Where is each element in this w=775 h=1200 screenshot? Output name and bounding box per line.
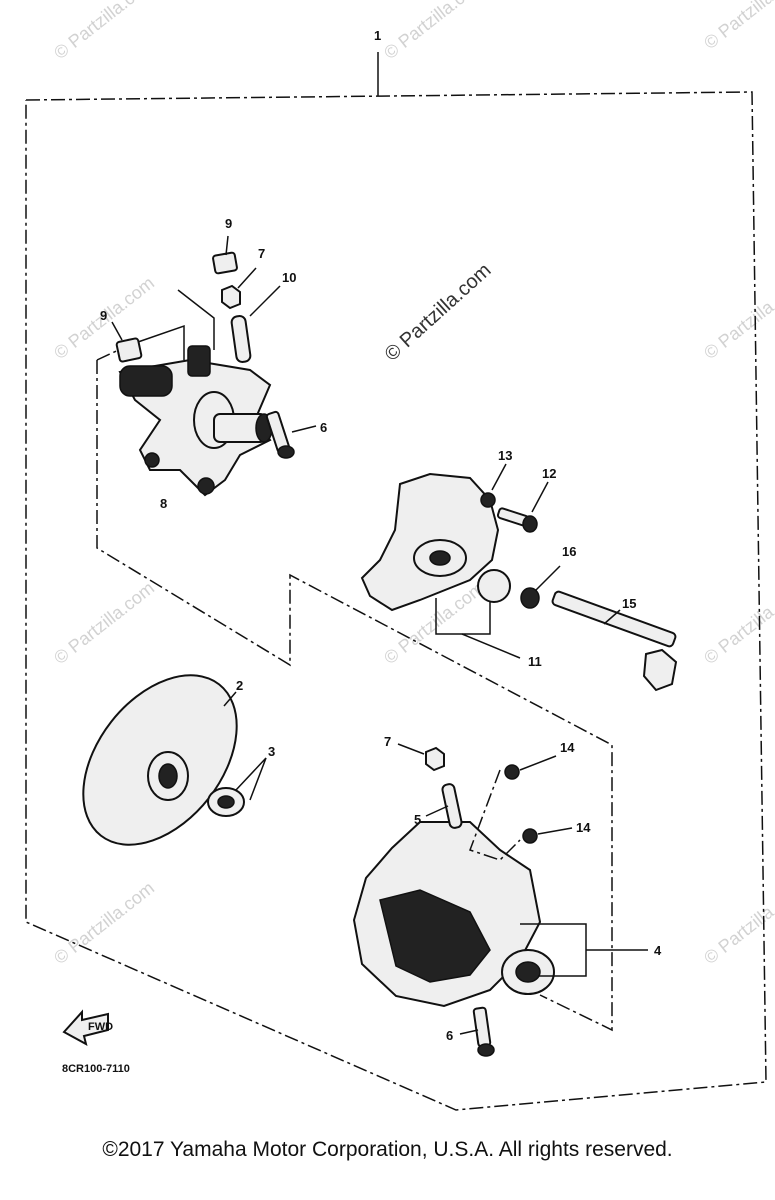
callout-10: 10 [282, 270, 296, 285]
watermark-text: © Partzilla.com [700, 0, 775, 53]
leader-7b [397, 743, 425, 755]
callout-5: 5 [414, 812, 421, 827]
part-9-block-b [115, 337, 143, 363]
part-10-pin [230, 315, 252, 363]
leader-14b [537, 827, 573, 835]
part-2-sheave [82, 674, 238, 846]
part-6-bolt-b [472, 1006, 495, 1057]
part-7-nut-b [425, 746, 445, 772]
callout-6: 6 [446, 1028, 453, 1043]
watermark-main: © Partzilla.com [381, 259, 496, 366]
watermark-text: © Partzilla.com [50, 578, 158, 668]
part-16-washer [520, 587, 540, 609]
bracket-9 [177, 289, 215, 350]
leader-15 [603, 609, 621, 625]
callout-13: 13 [498, 448, 512, 463]
leader-14a [519, 755, 557, 771]
part-11-bushing [477, 569, 511, 603]
callout-6: 6 [320, 420, 327, 435]
part-cover [360, 472, 500, 612]
callout-14: 14 [560, 740, 575, 755]
callout-16: 16 [562, 544, 576, 559]
callout-7: 7 [258, 246, 265, 261]
watermark-text: © Partzilla.com [700, 578, 775, 668]
leader-2 [223, 691, 237, 707]
part-6-bolt-a [265, 410, 295, 459]
watermark-text: © Partzilla.com [50, 0, 158, 63]
leader-16 [535, 565, 561, 591]
callout-labels: 1 9 7 10 9 6 8 13 12 16 15 11 2 3 7 14 5… [100, 28, 662, 1043]
watermark-text: © Partzilla.com [50, 878, 158, 968]
part-13-nut [480, 492, 496, 508]
leader-5 [425, 805, 449, 817]
leader-10 [249, 285, 281, 317]
part-7-nut-a [221, 284, 241, 310]
leader-9a [225, 235, 229, 256]
callout-9: 9 [100, 308, 107, 323]
bracket-9b [137, 324, 185, 360]
callout-1: 1 [374, 28, 381, 43]
callout-8: 8 [160, 496, 167, 511]
leader-6a [291, 425, 317, 433]
part-8-spider [118, 345, 273, 497]
leader-6b [459, 1029, 479, 1035]
part-15-long-bolt [551, 590, 678, 692]
part-4-housing [352, 821, 555, 1008]
callout-2: 2 [236, 678, 243, 693]
callout-4: 4 [654, 943, 662, 958]
part-14-nut-b [522, 828, 538, 844]
diagram-code: 8CR100-7110 [62, 1063, 130, 1075]
fwd-label: FWD [88, 1021, 113, 1033]
callout-11: 11 [528, 654, 542, 669]
dash-14 [469, 769, 521, 861]
leader-7a [237, 267, 257, 289]
callout-3: 3 [268, 744, 275, 759]
subgroup-bracket [96, 339, 613, 1032]
callout-9: 9 [225, 216, 232, 231]
copyright-notice: ©2017 Yamaha Motor Corporation, U.S.A. A… [102, 1138, 673, 1161]
callout-7: 7 [384, 734, 391, 749]
watermark-text: © Partzilla.com [380, 0, 488, 63]
part-9-block-a [212, 251, 238, 275]
part-3-spacer [207, 787, 245, 817]
part-14-nut-a [504, 764, 520, 780]
fwd-arrow-icon: FWD [62, 1009, 113, 1046]
leader-12 [531, 481, 549, 513]
part-12-bolt [496, 507, 538, 533]
leader-9b [111, 321, 123, 341]
watermark-text: © Partzilla.com [700, 273, 775, 363]
callout-15: 15 [622, 596, 636, 611]
leader-3 [235, 757, 267, 801]
callout-12: 12 [542, 466, 556, 481]
assembly-outline [25, 52, 767, 1111]
leader-11 [461, 633, 521, 659]
callout-14: 14 [576, 820, 591, 835]
leader-13 [491, 463, 507, 491]
